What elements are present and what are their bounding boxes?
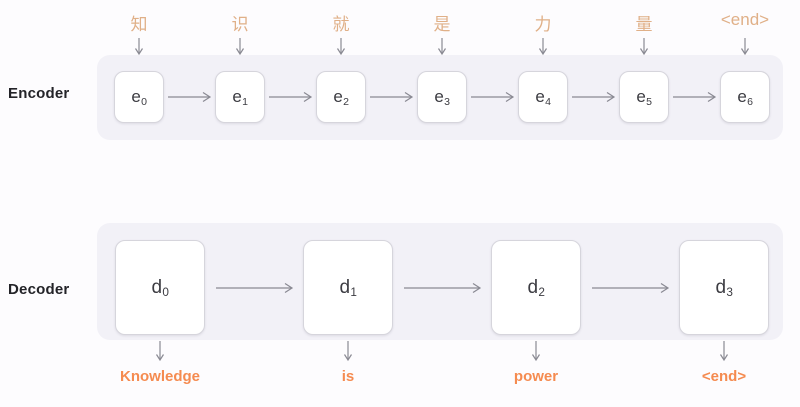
encoder-input-token-2: 就 (332, 15, 350, 34)
encoder-input-token-0: 知 (130, 15, 148, 34)
decoder-flow-arrow-2-3 (592, 282, 670, 294)
decoder-cell-d2-base: d (527, 276, 539, 298)
decoder-cell-d2[interactable]: d2 (491, 240, 581, 335)
encoder-flow-arrow-0-1 (168, 91, 212, 103)
encoder-input-arrow-6 (740, 38, 750, 56)
decoder-row-label: Decoder (8, 281, 70, 298)
encoder-input-arrow-5 (639, 38, 649, 56)
encoder-flow-arrow-1-2 (269, 91, 313, 103)
encoder-cell-e4-subscript: 4 (545, 96, 551, 109)
encoder-cell-e5-subscript: 5 (646, 96, 652, 109)
decoder-panel (97, 223, 783, 340)
encoder-cell-e4[interactable]: e4 (518, 71, 568, 123)
decoder-output-token-1: is (341, 368, 355, 385)
decoder-output-arrow-1 (343, 341, 353, 362)
decoder-cell-d1[interactable]: d1 (303, 240, 393, 335)
encoder-cell-e1-subscript: 1 (242, 96, 248, 109)
decoder-cell-d3[interactable]: d3 (679, 240, 769, 335)
decoder-cell-d3-base: d (715, 276, 727, 298)
encoder-cell-e4-base: e (535, 87, 545, 106)
encoder-cell-e2-base: e (333, 87, 343, 106)
encoder-cell-e1-base: e (232, 87, 242, 106)
encoder-input-arrow-0 (134, 38, 144, 56)
encoder-input-token-5: 量 (635, 15, 653, 34)
decoder-cell-d3-subscript: 3 (726, 286, 733, 300)
encoder-cell-e6[interactable]: e6 (720, 71, 770, 123)
decoder-cell-d1-subscript: 1 (350, 286, 357, 300)
decoder-cell-d2-subscript: 2 (538, 286, 545, 300)
decoder-cell-d1-base: d (339, 276, 351, 298)
decoder-flow-arrow-1-2 (404, 282, 482, 294)
encoder-cell-e3-base: e (434, 87, 444, 106)
encoder-input-token-6: <end> (720, 10, 770, 29)
encoder-flow-arrow-4-5 (572, 91, 616, 103)
encoder-input-token-4: 力 (534, 15, 552, 34)
decoder-output-token-0: Knowledge (119, 368, 201, 385)
decoder-output-token-3: <end> (701, 368, 747, 385)
encoder-cell-e6-subscript: 6 (747, 96, 753, 109)
encoder-input-arrow-3 (437, 38, 447, 56)
encoder-cell-e3-subscript: 3 (444, 96, 450, 109)
decoder-output-arrow-2 (531, 341, 541, 362)
encoder-cell-e1[interactable]: e1 (215, 71, 265, 123)
encoder-input-token-3: 是 (433, 15, 451, 34)
encoder-input-token-1: 识 (231, 15, 249, 34)
encoder-flow-arrow-2-3 (370, 91, 414, 103)
decoder-cell-d0[interactable]: d0 (115, 240, 205, 335)
decoder-output-token-2: power (513, 368, 559, 385)
encoder-flow-arrow-3-4 (471, 91, 515, 103)
decoder-flow-arrow-0-1 (216, 282, 294, 294)
encoder-flow-arrow-5-6 (673, 91, 717, 103)
encoder-cell-e0-subscript: 0 (141, 96, 147, 109)
encoder-input-arrow-1 (235, 38, 245, 56)
decoder-output-arrow-0 (155, 341, 165, 362)
encoder-cell-e6-base: e (737, 87, 747, 106)
decoder-output-arrow-3 (719, 341, 729, 362)
encoder-cell-e3[interactable]: e3 (417, 71, 467, 123)
encoder-input-arrow-4 (538, 38, 548, 56)
decoder-cell-d0-base: d (151, 276, 163, 298)
encoder-cell-e5[interactable]: e5 (619, 71, 669, 123)
encoder-row-label: Encoder (8, 85, 70, 102)
encoder-cell-e0[interactable]: e0 (114, 71, 164, 123)
encoder-cell-e5-base: e (636, 87, 646, 106)
encoder-cell-e0-base: e (131, 87, 141, 106)
encoder-cell-e2[interactable]: e2 (316, 71, 366, 123)
encoder-input-arrow-2 (336, 38, 346, 56)
encoder-cell-e2-subscript: 2 (343, 96, 349, 109)
decoder-cell-d0-subscript: 0 (162, 286, 169, 300)
